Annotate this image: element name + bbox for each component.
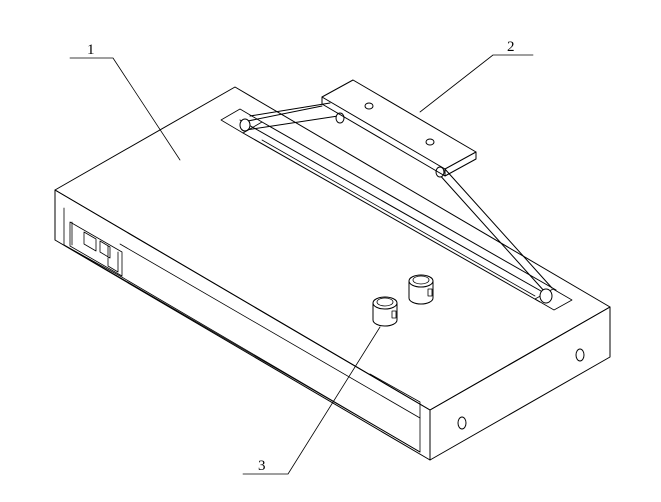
knobs: [372, 274, 434, 327]
knob-left-flat: [391, 310, 397, 319]
label-part-2: 2: [507, 39, 515, 55]
rail-lower-2: [261, 139, 536, 297]
knob-right-flat: [427, 288, 433, 297]
hinge-mechanism: [220, 79, 573, 311]
connector-port: [69, 221, 123, 277]
leader-2: [419, 54, 534, 113]
right-face-hole-1: [457, 416, 467, 430]
knob-left: [372, 296, 398, 327]
knob-right-body: [408, 280, 434, 305]
knob-right: [408, 274, 434, 305]
strut-1: [436, 171, 546, 293]
link-arm-rear-b: [249, 102, 331, 117]
front-slot: [63, 207, 421, 453]
top-plate: [321, 79, 477, 170]
label-part-3: 3: [258, 458, 266, 474]
link-arm-rear: [242, 105, 339, 131]
knob-right-cap: [412, 275, 430, 285]
knob-right-top: [408, 274, 434, 288]
rail-upper-2: [261, 121, 557, 291]
strut-2: [443, 167, 553, 289]
knob-left-top: [372, 296, 398, 310]
knob-left-cap: [376, 297, 394, 307]
right-face-hole-2: [575, 348, 585, 362]
leader-1: [69, 57, 181, 161]
body-right-face: [429, 306, 611, 461]
port-pins: [83, 231, 119, 273]
label-part-1: 1: [87, 42, 95, 58]
front-slot-inner: [71, 221, 421, 419]
body-front-face: [54, 189, 431, 461]
rail-lower: [242, 132, 541, 303]
knob-left-body: [372, 302, 398, 327]
port-outline: [69, 221, 123, 277]
rail-upper: [239, 119, 549, 296]
front-slot-bottom: [63, 244, 421, 453]
leader-3: [242, 326, 381, 475]
plate-hole-1: [364, 102, 374, 110]
pin-rear: [239, 118, 251, 132]
plate-hole-2: [425, 138, 435, 146]
body-top-face: [54, 86, 611, 411]
device-body: [54, 86, 611, 461]
pin-front: [539, 288, 553, 304]
callouts: 1 2 3: [69, 39, 534, 475]
top-plate-thickness: [321, 96, 477, 177]
